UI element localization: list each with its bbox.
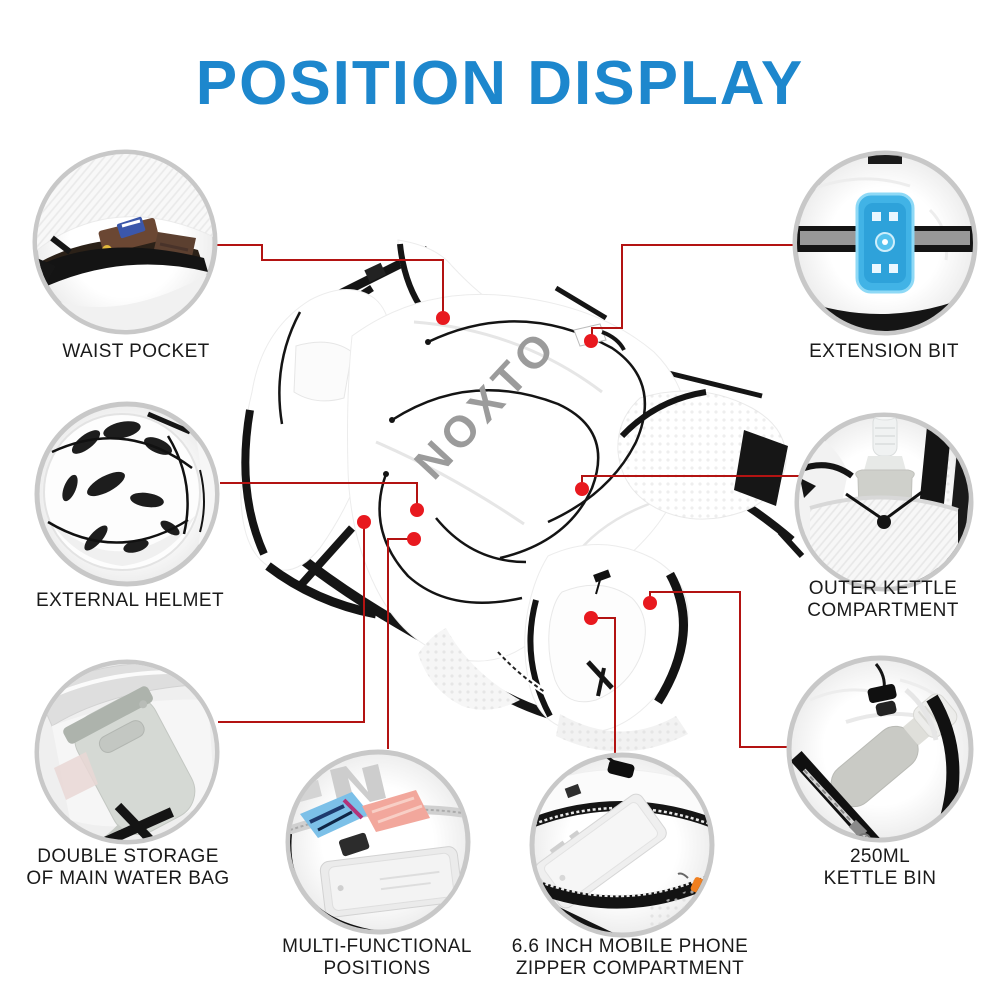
small-clip (564, 783, 582, 799)
label-line: OUTER KETTLE (808, 578, 958, 599)
cord-knot (425, 339, 431, 345)
callout-dot-multi-functional (407, 532, 421, 546)
strap-buckle (364, 262, 387, 283)
cord (595, 579, 601, 595)
cord-lock (593, 569, 611, 583)
top-tab (868, 155, 902, 164)
label-multi-functional: MULTI-FUNCTIONAL POSITIONS (247, 936, 507, 980)
connector-extension-bit (591, 244, 793, 338)
logo-fragment (330, 764, 386, 804)
multi-functional-photo (285, 749, 471, 935)
label-outer-kettle: OUTER KETTLE COMPARTMENT (753, 578, 1000, 622)
cord-toggle (607, 759, 635, 779)
pull-wire (677, 872, 689, 879)
label-line: WAIST POCKET (62, 341, 210, 362)
label-line: COMPARTMENT (807, 600, 959, 621)
dangling-strap-2 (596, 667, 606, 697)
bottom-pocket-trim-right (654, 571, 688, 705)
bottom-pocket-inner (548, 584, 646, 703)
pocket-hem (809, 495, 959, 512)
helmet-strap (147, 411, 191, 435)
clip-hook (601, 330, 626, 351)
waist-pocket-photo (32, 149, 218, 335)
connector-external-helmet (220, 482, 418, 506)
strap-hook (50, 235, 72, 255)
callout-dot-external-helmet (410, 503, 424, 517)
fabric-fold (904, 688, 939, 741)
backpack-photo: NOXTO (240, 239, 805, 752)
label-line: KETTLE BIN (823, 868, 937, 889)
stored-items (300, 790, 430, 838)
bottom-mesh-left-dots (418, 628, 520, 710)
connector-multi-functional (387, 538, 410, 749)
mesh-pocket-texture (810, 497, 958, 587)
label-kettle-bin: 250ML KETTLE BIN (750, 846, 1000, 890)
lower-zipper-teeth (534, 872, 710, 898)
helmet-shade (50, 515, 196, 566)
cord-toggle (867, 683, 897, 703)
cord-lock (877, 515, 891, 529)
label-line: DOUBLE STORAGE (37, 846, 219, 867)
mobile-phone-photo (529, 752, 715, 938)
zipper-teeth (497, 651, 546, 693)
zipper-band (37, 247, 208, 292)
label-double-storage: DOUBLE STORAGE OF MAIN WATER BAG (0, 846, 256, 890)
page-title: POSITION DISPLAY (195, 49, 805, 118)
water-bladder (63, 686, 196, 835)
left-trim (241, 409, 268, 556)
bungee-cords (378, 320, 647, 604)
label-line: ZIPPER COMPARTMENT (515, 958, 745, 979)
helmet-vents (62, 421, 180, 553)
connector-mobile-phone (595, 617, 616, 754)
dangling-strap (586, 660, 614, 690)
bottom-pocket-trim-left (527, 599, 553, 718)
label-waist-pocket: WAIST POCKET (6, 341, 266, 363)
label-line: OF MAIN WATER BAG (26, 868, 230, 889)
callout-dot-outer-kettle (575, 482, 589, 496)
cord-barrel (875, 700, 897, 717)
label-external-helmet: EXTERNAL HELMET (0, 590, 260, 612)
mesh-texture (37, 154, 213, 252)
label-line: EXTERNAL HELMET (36, 590, 224, 611)
label-line: EXTENSION BIT (809, 341, 959, 362)
kettle-bin-photo (786, 655, 974, 843)
right-strap-block (734, 430, 788, 506)
callout-connectors (215, 244, 799, 754)
callout-dot-extension-bit (584, 334, 598, 348)
helmet-bungee (47, 435, 193, 544)
lower-fabric (37, 272, 213, 330)
bottom-mesh-hem-dots (556, 714, 688, 752)
edge-cord (199, 469, 205, 533)
label-line: 250ML (849, 846, 911, 867)
connector-waist-pocket (215, 244, 444, 314)
label-extension-bit: EXTENSION BIT (754, 341, 1000, 363)
led-light (855, 192, 915, 294)
outer-kettle-photo (794, 412, 974, 592)
label-line: POSITIONS (323, 958, 431, 979)
label-line: MULTI-FUNCTIONAL (282, 936, 472, 957)
connector-double-storage (218, 526, 365, 723)
foil-item (54, 752, 98, 800)
left-pocket-flap (293, 341, 353, 402)
phone (535, 793, 667, 909)
label-line: 6.6 INCH MOBILE PHONE (511, 936, 749, 957)
pull-tab (338, 832, 370, 857)
phone (319, 846, 463, 918)
callout-dot-mobile-phone (584, 611, 598, 625)
callout-dot-double-storage (357, 515, 371, 529)
zipper-ring (857, 833, 871, 838)
callout-dot-waist-pocket (436, 311, 450, 325)
left-cord (278, 311, 302, 425)
tube-end (42, 806, 50, 814)
strap-tab (800, 478, 816, 498)
connector-kettle-bin (649, 591, 787, 748)
right-trim (619, 389, 707, 439)
double-storage-photo (34, 659, 220, 845)
external-helmet-photo (34, 401, 220, 587)
callout-dot-kettle-bin (643, 596, 657, 610)
label-mobile-phone: 6.6 INCH MOBILE PHONE ZIPPER COMPARTMENT (500, 936, 760, 980)
cord-knot (389, 417, 395, 423)
cord-knot (383, 471, 389, 477)
